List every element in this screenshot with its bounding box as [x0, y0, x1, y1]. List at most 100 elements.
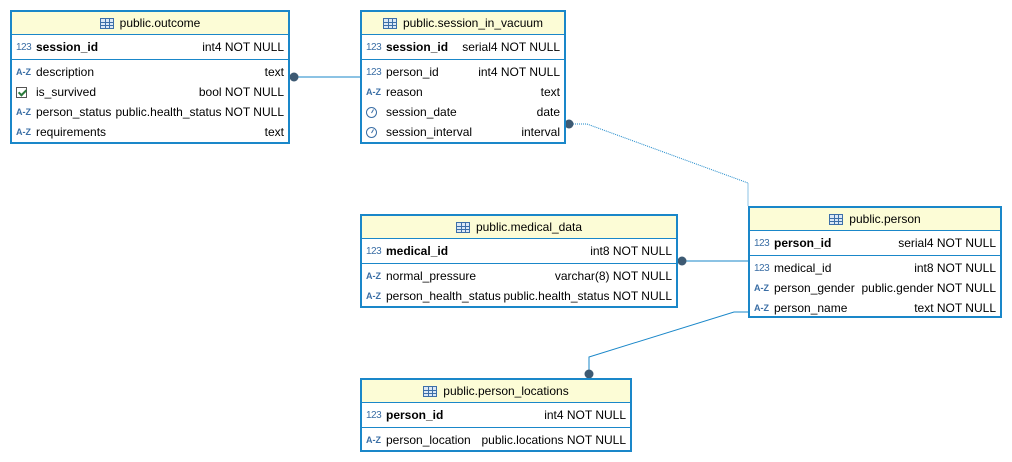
column-name: person_status	[36, 105, 112, 119]
text-type-icon: A-Z	[16, 67, 31, 77]
relation-dot-medical	[677, 256, 687, 266]
column-type: public.health_status NOT NULL	[503, 289, 672, 303]
column-row[interactable]: 123 person_id int4 NOT NULL	[362, 405, 630, 425]
column-row[interactable]: A-Z person_gender public.gender NOT NULL	[750, 278, 1000, 298]
column-row[interactable]: session_interval interval	[362, 122, 564, 142]
column-row[interactable]: A-Z person_status public.health_status N…	[12, 102, 288, 122]
column-row[interactable]: 123 session_id serial4 NOT NULL	[362, 37, 564, 57]
column-type: int8 NOT NULL	[914, 261, 996, 275]
entity-header[interactable]: public.session_in_vacuum	[362, 12, 564, 35]
clock-icon	[366, 126, 377, 138]
column-row[interactable]: A-Z description text	[12, 62, 288, 82]
column-type: public.gender NOT NULL	[861, 281, 996, 295]
column-type: int4 NOT NULL	[478, 65, 560, 79]
table-icon	[382, 17, 397, 29]
column-name: medical_id	[774, 261, 832, 275]
column-name: requirements	[36, 125, 107, 139]
column-type: int4 NOT NULL	[202, 40, 284, 54]
entity-header[interactable]: public.medical_data	[362, 216, 676, 239]
column-name: medical_id	[386, 244, 449, 258]
column-name: person_gender	[774, 281, 855, 295]
relation-locations-person	[588, 311, 750, 374]
column-type: varchar(8) NOT NULL	[554, 269, 672, 283]
text-type-icon: A-Z	[754, 283, 769, 293]
entity-title: public.person_locations	[443, 384, 569, 398]
checkbox-icon	[16, 86, 27, 98]
column-type: serial4 NOT NULL	[462, 40, 560, 54]
column-name: is_survived	[36, 85, 97, 99]
text-type-icon: A-Z	[366, 435, 381, 445]
column-row[interactable]: session_date date	[362, 102, 564, 122]
relation-dot-session	[564, 119, 574, 129]
numeric-type-icon: 123	[366, 41, 382, 53]
column-type: interval	[521, 125, 560, 139]
column-name: session_id	[386, 40, 449, 54]
column-name: person_location	[386, 433, 471, 447]
entity-outcome[interactable]: public.outcome 123 session_id int4 NOT N…	[10, 10, 290, 144]
entity-title: public.medical_data	[475, 220, 583, 234]
column-name: person_id	[386, 65, 439, 79]
column-row[interactable]: A-Z reason text	[362, 82, 564, 102]
entity-medical-data[interactable]: public.medical_data 123 medical_id int8 …	[360, 214, 678, 308]
column-type: int8 NOT NULL	[590, 244, 672, 258]
column-name: session_id	[36, 40, 99, 54]
column-name: session_interval	[386, 125, 473, 139]
text-type-icon: A-Z	[754, 303, 769, 313]
column-row[interactable]: 123 medical_id int8 NOT NULL	[750, 258, 1000, 278]
column-row[interactable]: A-Z person_location public.locations NOT…	[362, 430, 630, 450]
column-type: public.health_status NOT NULL	[115, 105, 284, 119]
column-row[interactable]: 123 person_id int4 NOT NULL	[362, 62, 564, 82]
column-name: person_health_status	[386, 289, 501, 303]
column-name: description	[36, 65, 95, 79]
entity-session-in-vacuum[interactable]: public.session_in_vacuum 123 session_id …	[360, 10, 566, 144]
column-row[interactable]: 123 medical_id int8 NOT NULL	[362, 241, 676, 261]
column-type: text NOT NULL	[914, 301, 996, 315]
numeric-type-icon: 123	[366, 409, 382, 421]
text-type-icon: A-Z	[366, 291, 381, 301]
column-name: session_date	[386, 105, 457, 119]
numeric-type-icon: 123	[754, 262, 770, 274]
column-type: text	[264, 65, 284, 79]
relation-session-person	[569, 123, 749, 206]
column-type: text	[264, 125, 284, 139]
relation-dot-outcome	[289, 72, 299, 82]
column-name: person_id	[774, 236, 832, 250]
text-type-icon: A-Z	[366, 87, 381, 97]
column-row[interactable]: A-Z person_name text NOT NULL	[750, 298, 1000, 318]
entity-header[interactable]: public.person	[750, 208, 1000, 231]
entity-header[interactable]: public.outcome	[12, 12, 288, 35]
column-row[interactable]: A-Z requirements text	[12, 122, 288, 142]
text-type-icon: A-Z	[16, 107, 31, 117]
column-name: normal_pressure	[386, 269, 477, 283]
column-row[interactable]: is_survived bool NOT NULL	[12, 82, 288, 102]
numeric-type-icon: 123	[754, 237, 770, 249]
column-name: reason	[386, 85, 423, 99]
numeric-type-icon: 123	[366, 66, 382, 78]
column-type: public.locations NOT NULL	[481, 433, 626, 447]
column-row[interactable]: 123 person_id serial4 NOT NULL	[750, 233, 1000, 253]
entity-header[interactable]: public.person_locations	[362, 380, 630, 403]
column-type: int4 NOT NULL	[544, 408, 626, 422]
numeric-type-icon: 123	[16, 41, 32, 53]
column-name: person_name	[774, 301, 848, 315]
relation-dot-locations	[584, 369, 594, 379]
table-icon	[423, 385, 438, 397]
table-icon	[829, 213, 844, 225]
entity-title: public.session_in_vacuum	[402, 16, 544, 30]
text-type-icon: A-Z	[16, 127, 31, 137]
clock-icon	[366, 106, 377, 118]
column-row[interactable]: 123 session_id int4 NOT NULL	[12, 37, 288, 57]
entity-person[interactable]: public.person 123 person_id serial4 NOT …	[748, 206, 1002, 318]
entity-person-locations[interactable]: public.person_locations 123 person_id in…	[360, 378, 632, 452]
column-type: bool NOT NULL	[198, 85, 284, 99]
column-row[interactable]: A-Z normal_pressure varchar(8) NOT NULL	[362, 266, 676, 286]
text-type-icon: A-Z	[366, 271, 381, 281]
numeric-type-icon: 123	[366, 245, 382, 257]
column-row[interactable]: A-Z person_health_status public.health_s…	[362, 286, 676, 306]
column-name: person_id	[386, 408, 444, 422]
table-icon	[99, 17, 114, 29]
column-type: serial4 NOT NULL	[898, 236, 996, 250]
table-icon	[455, 221, 470, 233]
entity-title: public.person	[849, 212, 921, 226]
